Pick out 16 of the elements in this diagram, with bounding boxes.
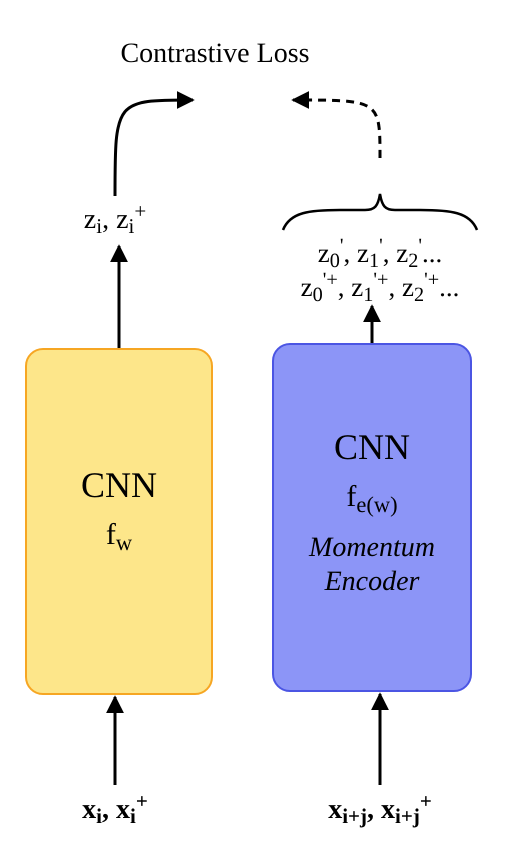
box-title: CNN	[334, 426, 410, 469]
arrow	[110, 244, 128, 348]
box-text: f$_{e(w)}$	[346, 479, 398, 519]
math-text: Contrastive Loss	[120, 37, 310, 71]
encoder-box	[272, 343, 472, 692]
box-title: CNN	[80, 464, 157, 507]
arrow	[371, 692, 389, 785]
arrow	[114, 91, 195, 196]
arrow	[291, 91, 382, 158]
box-text: Momentum Encoder	[308, 531, 436, 599]
math-text: z$_{0}$$^{'+}$, z$_{1}$$^{'+}$, z$_{2}$$^{'+}$...	[300, 270, 460, 304]
cnn-box	[25, 348, 213, 695]
arrow	[106, 695, 124, 785]
arrow	[363, 304, 381, 343]
math-text: z$_{0}$$^{'}$, z$_{1}$$^{'}$, z$_{2}$$^{'}$...	[318, 236, 442, 270]
box-text: f$_{w}$	[106, 517, 132, 557]
